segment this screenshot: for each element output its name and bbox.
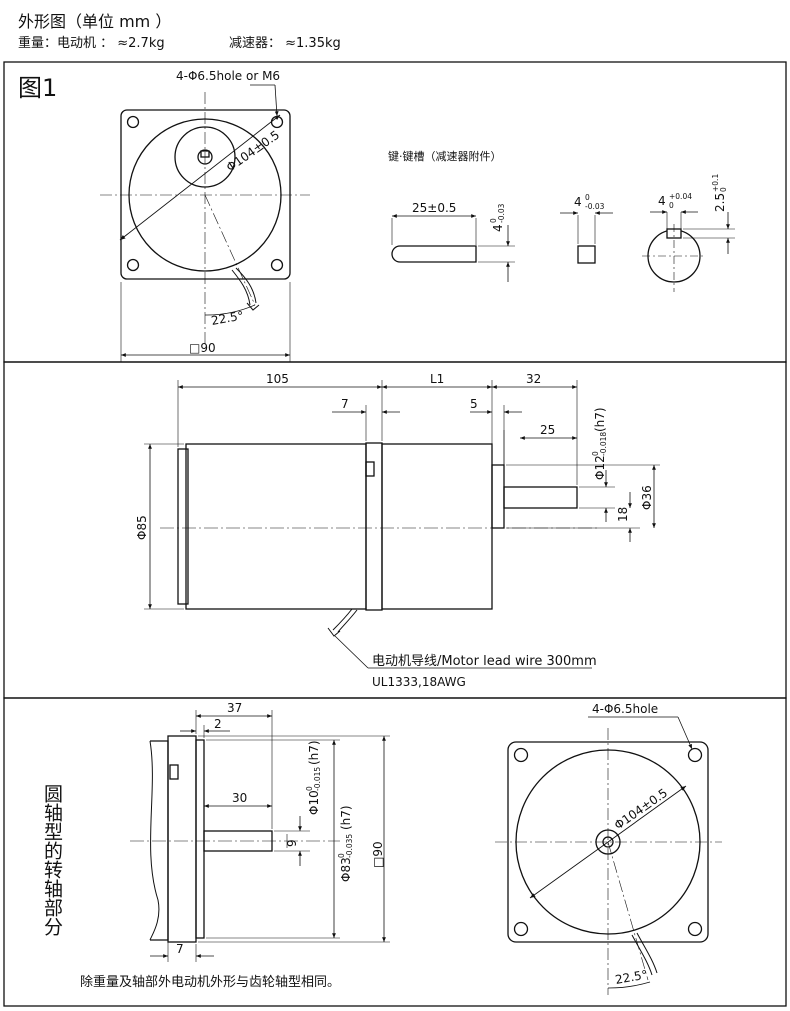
keyway-width-dim: 4 +0.04 0 [658, 192, 692, 210]
dim-37: 37 [227, 701, 242, 715]
svg-text:-0.03: -0.03 [585, 202, 605, 211]
boss-dia: Φ36 [640, 485, 654, 510]
dim-2: 2 [214, 717, 222, 731]
pilot-dia-dim: Φ83 0 -0.035 (h7) [337, 805, 354, 882]
keyway-depth-dim: 2.5 +0.1 0 [711, 174, 728, 212]
flat-dim: 18 [616, 507, 630, 522]
key-height-dim: 4 0 -0.03 [489, 203, 506, 232]
round-angle-label: 22.5° [614, 967, 649, 986]
pcd-label: Φ104±0.5 [224, 128, 282, 175]
lead-wires [231, 267, 260, 311]
lead-wire-note: 电动机导线/Motor lead wire 300mm [372, 654, 597, 669]
side-lead-wires [327, 608, 358, 637]
svg-text:0: 0 [337, 853, 346, 858]
round-hole-note: 4-Φ6.5hole [592, 702, 658, 716]
page-title: 外形图（单位 mm ） [18, 12, 172, 31]
angle-arc [204, 304, 256, 316]
key-title: 键·键槽（减速器附件） [388, 149, 502, 163]
panel-frames [3, 61, 787, 1007]
svg-text:4: 4 [658, 194, 666, 208]
svg-text:-0.018: -0.018 [599, 432, 608, 456]
dim-32: 32 [526, 372, 541, 386]
round-square-dim: □90 [371, 841, 385, 868]
svg-text:Φ10: Φ10 [307, 790, 321, 815]
figure-label: 图1 [18, 74, 57, 102]
svg-text:-0.015: -0.015 [313, 767, 322, 791]
key-length: 25±0.5 [412, 201, 456, 215]
svg-text:-0.035: -0.035 [345, 834, 354, 858]
dim-105: 105 [266, 372, 289, 386]
footnote: 除重量及轴部外电动机外形与齿轮轴型相同。 [80, 974, 340, 990]
round-flat-dim: 9 [285, 839, 299, 847]
angle-label: 22.5° [210, 308, 245, 327]
square-dim: □90 [189, 341, 216, 355]
round-shaft-view [149, 735, 273, 943]
round-lead-wires [631, 932, 658, 976]
side-view-motor [177, 442, 578, 611]
svg-text:(h7): (h7) [339, 805, 353, 830]
svg-text:-0.03: -0.03 [497, 203, 506, 223]
svg-text:0: 0 [489, 218, 498, 223]
key-width-dim: 4 0 -0.03 [574, 193, 605, 211]
svg-text:4: 4 [574, 195, 582, 209]
svg-text:0: 0 [305, 786, 314, 791]
svg-text:0: 0 [719, 187, 728, 192]
dim-7-round: 7 [176, 942, 184, 956]
svg-text:Φ83: Φ83 [339, 857, 353, 882]
svg-text:Φ12: Φ12 [593, 455, 607, 480]
svg-text:2.5: 2.5 [713, 193, 727, 212]
svg-text:(h7): (h7) [307, 740, 321, 765]
round-front-centerlines [495, 728, 722, 995]
svg-text:(h7): (h7) [593, 407, 607, 432]
lead-wire-spec: UL1333,18AWG [372, 675, 466, 689]
dim-30: 30 [232, 791, 247, 805]
reducer-weight: 减速器： ≈1.35kg [229, 36, 341, 51]
svg-text:+0.1: +0.1 [711, 174, 720, 192]
key-side-view [391, 245, 477, 263]
vertical-title: 圆轴型的转轴部分 [41, 784, 63, 936]
key-end-view [577, 245, 596, 264]
svg-text:+0.04: +0.04 [669, 192, 692, 201]
dim-7: 7 [341, 397, 349, 411]
dim-l1: L1 [430, 372, 444, 386]
round-pcd-label: Φ104±0.5 [612, 786, 670, 833]
hole-note: 4-Φ6.5hole or M6 [176, 69, 280, 83]
dim-25: 25 [540, 423, 555, 437]
motor-weight: 重量：电动机 ： ≈2.7kg [18, 36, 165, 51]
svg-text:0: 0 [591, 451, 600, 456]
round-angle-arc [607, 981, 651, 989]
svg-text:0: 0 [669, 201, 674, 210]
panel-bottom-frame [3, 697, 787, 1007]
shaft-dia-dim: Φ12 0 -0.018 (h7) [591, 407, 608, 480]
svg-text:0: 0 [585, 193, 590, 202]
front-view-centerlines [100, 92, 310, 345]
svg-text:4: 4 [491, 224, 505, 232]
round-shaft-dia-dim: Φ10 0 -0.015 (h7) [305, 740, 322, 815]
dim-5: 5 [470, 397, 478, 411]
pcd-leader [119, 114, 281, 241]
body-dia: Φ85 [135, 515, 149, 540]
round-pcd-leader [529, 785, 687, 899]
